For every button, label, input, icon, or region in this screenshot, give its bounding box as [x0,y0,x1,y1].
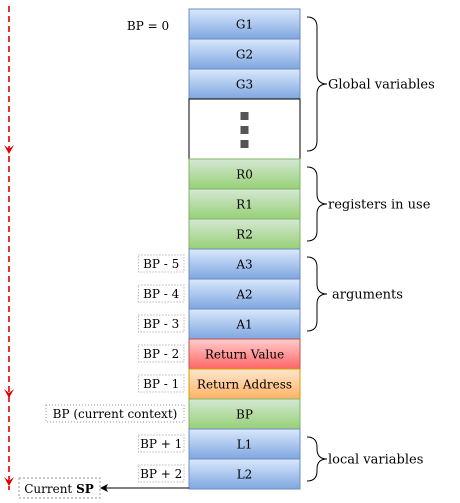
stack-cell-g2: G2 [188,38,301,70]
group-label: arguments [332,288,403,303]
offset-label-text: BP - 3 [143,317,179,331]
stack-cell-label: R0 [236,168,253,182]
offset-label: BP (current context) [45,404,185,423]
stack-cell-box [188,248,301,280]
offset-label-text: BP (current context) [53,407,178,421]
brace-local-variables: local variables [306,436,423,482]
current-sp-box [18,477,101,499]
stack-cell-return-address: Return Address [188,368,301,400]
stack-cell-box [188,188,301,220]
stack-cell-bp: BP [188,398,301,430]
group-label: Global variables [328,78,435,93]
group-label: local variables [328,453,423,468]
offset-label-box [137,344,185,363]
stack-cell-r0: R0 [188,158,301,190]
offset-label-box [137,434,185,453]
down-arrow-icon [4,145,14,154]
stack-cell-label: L2 [237,468,253,482]
stack-cell-label: Return Address [197,378,292,392]
offset-label: BP - 4 [137,284,185,303]
offset-label-text: BP - 2 [143,347,179,361]
offset-label: BP - 2 [137,344,185,363]
stack-growth-arrow [4,6,14,490]
ellipsis-dot [240,140,249,148]
ellipsis-dot [240,112,249,120]
brace-global-variables: Global variables [306,16,435,152]
stack-cell-return-value: Return Value [188,338,301,370]
group-label: registers in use [328,198,431,213]
offset-label-box [137,314,185,333]
stack-cell-box [188,308,301,340]
stack-cell-box [188,278,301,310]
stack-cell-r1: R1 [188,188,301,220]
stack-cell-box [188,68,301,100]
offset-label-text: BP + 1 [140,437,182,451]
stack-cell-box [188,218,301,250]
stack-cell-label: R2 [236,228,253,242]
stack-cell-box [188,158,301,190]
stack-cell-box [188,368,301,400]
stack-cell-box [188,8,301,40]
stack-cell-box [188,428,301,460]
group-braces: Global variables registers in use argument… [306,16,435,482]
offset-labels: BP - 5 BP - 4 BP - 3 BP - 2 BP - 1 BP (curren… [45,254,185,483]
offset-label: BP + 1 [137,434,185,453]
stack-cell-a3: A3 [188,248,301,280]
curly-brace-icon [306,256,328,332]
offset-label-box [137,374,185,393]
brace-registers-in-use: registers in use [306,166,431,242]
stack-cell-a1: A1 [188,308,301,340]
stack-cell-label: G1 [236,18,253,32]
stack-cell-ellipsis [188,98,301,160]
stack-cell-label: Return Value [205,348,284,362]
curly-brace-icon [306,166,328,242]
offset-label: BP - 5 [137,254,185,273]
stack-cell-label: A3 [235,258,252,272]
offset-label-box [137,284,185,303]
offset-label-text: BP - 5 [143,257,179,271]
offset-label-box [137,254,185,273]
offset-label: BP - 3 [137,314,185,333]
stack-cell-label: L1 [237,438,253,452]
stack-cell-label: G2 [236,48,253,62]
vertical-ellipsis-icon [240,112,249,148]
current-sp-label: Current SP [24,482,94,496]
offset-label-text: BP + 2 [140,467,182,481]
offset-label: BP - 1 [137,374,185,393]
stack-cell-l2: L2 [188,458,301,490]
offset-label-box [45,404,185,423]
stack-cell-label: A2 [235,288,252,302]
stack-cell-label: R1 [236,198,253,212]
stack-cell-g3: G3 [188,68,301,100]
offset-label-text: BP - 4 [143,287,180,301]
ellipsis-dot [240,126,249,134]
down-arrow-icon [4,477,14,486]
brace-arguments: arguments [306,256,403,332]
bp-zero-label: BP = 0 [127,19,169,33]
stack-cell-label: BP [236,408,253,422]
stack-cell-label: G3 [236,78,253,92]
offset-label: BP + 2 [137,464,185,483]
stack-cell-label: A1 [235,318,252,332]
stack-cell-r2: R2 [188,218,301,250]
stack-cell-box [188,338,301,370]
current-sp-pointer: Current SP [18,477,189,499]
offset-label-box [137,464,185,483]
stack-cell-l1: L1 [188,428,301,460]
curly-brace-icon [306,436,328,482]
down-arrow-icon [4,389,14,398]
stack-cell-g1: G1 [188,8,301,40]
stack-cell-a2: A2 [188,278,301,310]
current-sp-arrowhead [100,484,108,492]
offset-label-text: BP - 1 [143,377,179,391]
stack-cell-box [188,458,301,490]
curly-brace-icon [306,16,328,152]
